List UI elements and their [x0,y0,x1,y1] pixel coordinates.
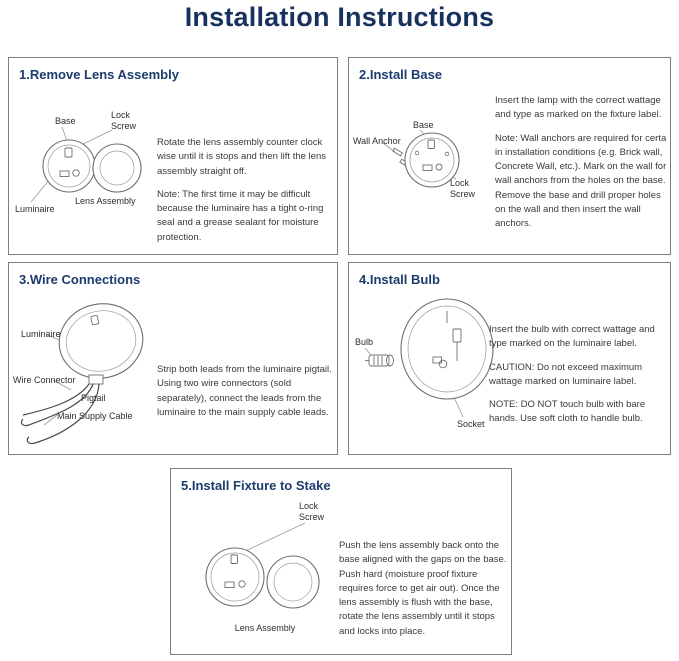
wall-anchor-label: Wall Anchor [353,136,401,146]
step4-para-3: NOTE: DO NOT touch bulb with bare hands.… [489,399,646,425]
step2-diagram-art [382,129,460,188]
step3-para-1: Strip both leads from the luminaire pigt… [157,364,332,418]
step5-heading: 5.Install Fixture to Stake [181,478,331,493]
step4-diagram-art [364,298,494,418]
wire-connector-label: Wire Connector [13,375,76,385]
step1-heading: 1.Remove Lens Assembly [19,67,179,82]
luminaire-base-drawing [42,139,96,193]
step2-panel: 2.Install Base [348,57,671,255]
step4-text: Insert the bulb with correct wattage and… [489,323,667,436]
step1-para-2: Note: The first time it may be difficult… [157,188,324,243]
step1-text: Rotate the lens assembly counter clock w… [157,136,333,254]
step2-para-1: Insert the lamp with the correct wattage… [495,95,662,121]
page-title: Installation Instructions [184,2,495,32]
base-drawing [404,132,460,188]
luminaire-housing-drawing [400,298,494,400]
main-supply-cable-label: Main Supply Cable [57,411,133,421]
pigtail-label: Pigtail [81,393,106,403]
step5-diagram: Lock Screw Lens Assembly [179,499,349,651]
socket-drawing [432,311,462,369]
step5-text: Push the lens assembly back onto the bas… [339,539,507,648]
step5-panel: 5.Install Fixture to Stake [170,468,512,655]
lock-screw-label: Lock Screw [299,501,325,523]
step4-para-1: Insert the bulb with correct wattage and… [489,324,655,350]
lock-screw-label: Lock Screw [450,178,476,200]
step1-diagram: Base Lock Screw Luminaire Lens Assembly [15,110,175,250]
base-drawing [205,547,265,607]
step1-panel: 1.Remove Lens Assembly [8,57,338,255]
base-label: Base [55,116,76,126]
step2-para-2: Note: Wall anchors are required for cert… [495,132,667,230]
step4-para-2: CAUTION: Do not exceed maximum wattage m… [489,361,643,387]
wires-drawing [20,383,100,445]
bulb-drawing [365,354,394,367]
step1-para-1: Rotate the lens assembly counter clock w… [157,137,326,177]
step2-diagram: Base Wall Anchor Lock Screw [353,116,503,251]
step5-diagram-art [205,522,320,609]
luminaire-label: Luminaire [21,329,61,339]
lens-assembly-drawing [92,143,142,193]
lens-assembly-drawing [266,555,320,609]
lock-screw-label: Lock Screw [111,110,137,132]
step5-para-1: Push the lens assembly back onto the bas… [339,540,507,637]
bulb-label: Bulb [355,337,374,347]
lens-assembly-label: Lens Assembly [75,196,136,206]
step3-diagram-art [20,303,144,445]
step3-heading: 3.Wire Connections [19,272,141,287]
lens-assembly-label: Lens Assembly [234,623,296,633]
step4-panel: 4.Install Bulb [348,262,671,455]
step3-diagram: Luminaire Wire Connector Pigtail Main Su… [13,293,189,453]
socket-label: Socket [457,419,485,429]
step3-panel: 3.Wire Connections [8,262,338,455]
pigtail-junction-drawing [88,374,104,385]
step4-heading: 4.Install Bulb [359,272,440,287]
base-label: Base [413,120,434,130]
step2-text: Insert the lamp with the correct wattage… [495,94,667,240]
step4-diagram: Bulb Socket [355,293,531,453]
luminaire-label: Luminaire [15,204,55,214]
step3-text: Strip both leads from the luminaire pigt… [157,363,335,429]
step2-heading: 2.Install Base [359,67,443,82]
step1-diagram-art [30,126,142,203]
luminaire-drawing [58,303,144,379]
